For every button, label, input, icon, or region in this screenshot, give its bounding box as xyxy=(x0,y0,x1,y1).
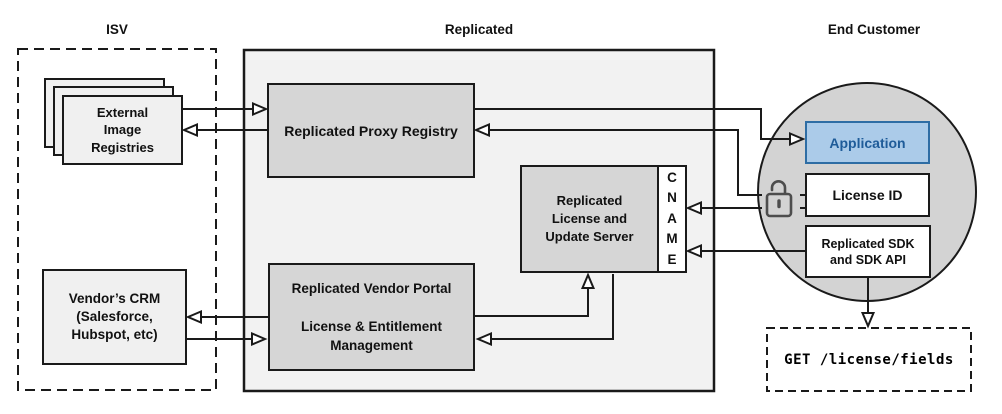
unlocked-padlock-icon xyxy=(762,180,800,218)
cname-letter: C xyxy=(667,169,677,185)
arrowhead-left-icon xyxy=(685,243,702,259)
section-title-isv: ISV xyxy=(106,22,128,37)
external-image-registries-node: External Image Registries xyxy=(62,95,183,165)
arrow-proxy-to-application xyxy=(475,108,790,140)
arrowhead-left-icon xyxy=(181,122,198,138)
node-label: and SDK API xyxy=(830,252,906,267)
arrowhead-down-icon xyxy=(860,312,876,329)
endpoint-text: GET /license/fields xyxy=(784,351,954,368)
cname-letter: N xyxy=(667,190,677,206)
node-label: Replicated Vendor Portal xyxy=(291,281,452,296)
arrow-portal-to-licenseserver xyxy=(475,288,589,317)
replicated-proxy-registry-node: Replicated Proxy Registry xyxy=(267,83,475,178)
node-label: Image xyxy=(103,122,142,138)
arrowhead-right-icon xyxy=(251,331,268,347)
node-label: License and xyxy=(551,211,628,226)
cname-endpoint-node: C N A M E xyxy=(657,165,687,273)
arrowhead-left-icon xyxy=(473,122,490,138)
vendor-portal-node: Replicated Vendor Portal License & Entit… xyxy=(268,263,475,371)
node-label: Replicated SDK xyxy=(821,236,915,251)
node-label: Application xyxy=(829,134,906,151)
node-label: Vendor’s CRM xyxy=(68,291,161,306)
node-label: Replicated xyxy=(556,193,623,208)
cname-letter: E xyxy=(667,251,677,267)
section-title-replicated: Replicated xyxy=(444,22,514,37)
node-label: Management xyxy=(330,338,413,353)
arrowhead-left-icon xyxy=(685,200,702,216)
get-endpoint-label: GET /license/fields xyxy=(767,328,971,391)
node-label: External xyxy=(96,104,149,120)
node-label: License ID xyxy=(832,187,903,203)
vendors-crm-node: Vendor’s CRM (Salesforce, Hubspot, etc) xyxy=(42,269,187,365)
node-label: Replicated Proxy Registry xyxy=(284,122,458,139)
cname-letter: A xyxy=(667,210,677,226)
license-id-node: License ID xyxy=(805,173,930,217)
arrowhead-left-icon xyxy=(185,309,202,325)
node-label: (Salesforce, xyxy=(76,309,153,324)
section-title-end-customer: End Customer xyxy=(827,22,921,37)
arrowhead-left-icon xyxy=(475,331,492,347)
application-node: Application xyxy=(805,121,930,164)
arrowhead-right-icon xyxy=(789,131,806,147)
node-label: Update Server xyxy=(545,229,634,244)
arrowhead-up-icon xyxy=(580,272,596,289)
arrowhead-right-icon xyxy=(252,101,269,117)
replicated-sdk-node: Replicated SDK and SDK API xyxy=(805,225,931,278)
cname-letter: M xyxy=(666,231,678,247)
arrow-licenseserver-to-portal xyxy=(491,274,614,340)
node-label: Registries xyxy=(91,139,154,155)
node-label: Hubspot, etc) xyxy=(71,327,158,342)
license-update-server-node: Replicated License and Update Server xyxy=(520,165,659,273)
node-label: License & Entitlement xyxy=(300,319,443,334)
get-endpoint-box xyxy=(766,327,972,392)
